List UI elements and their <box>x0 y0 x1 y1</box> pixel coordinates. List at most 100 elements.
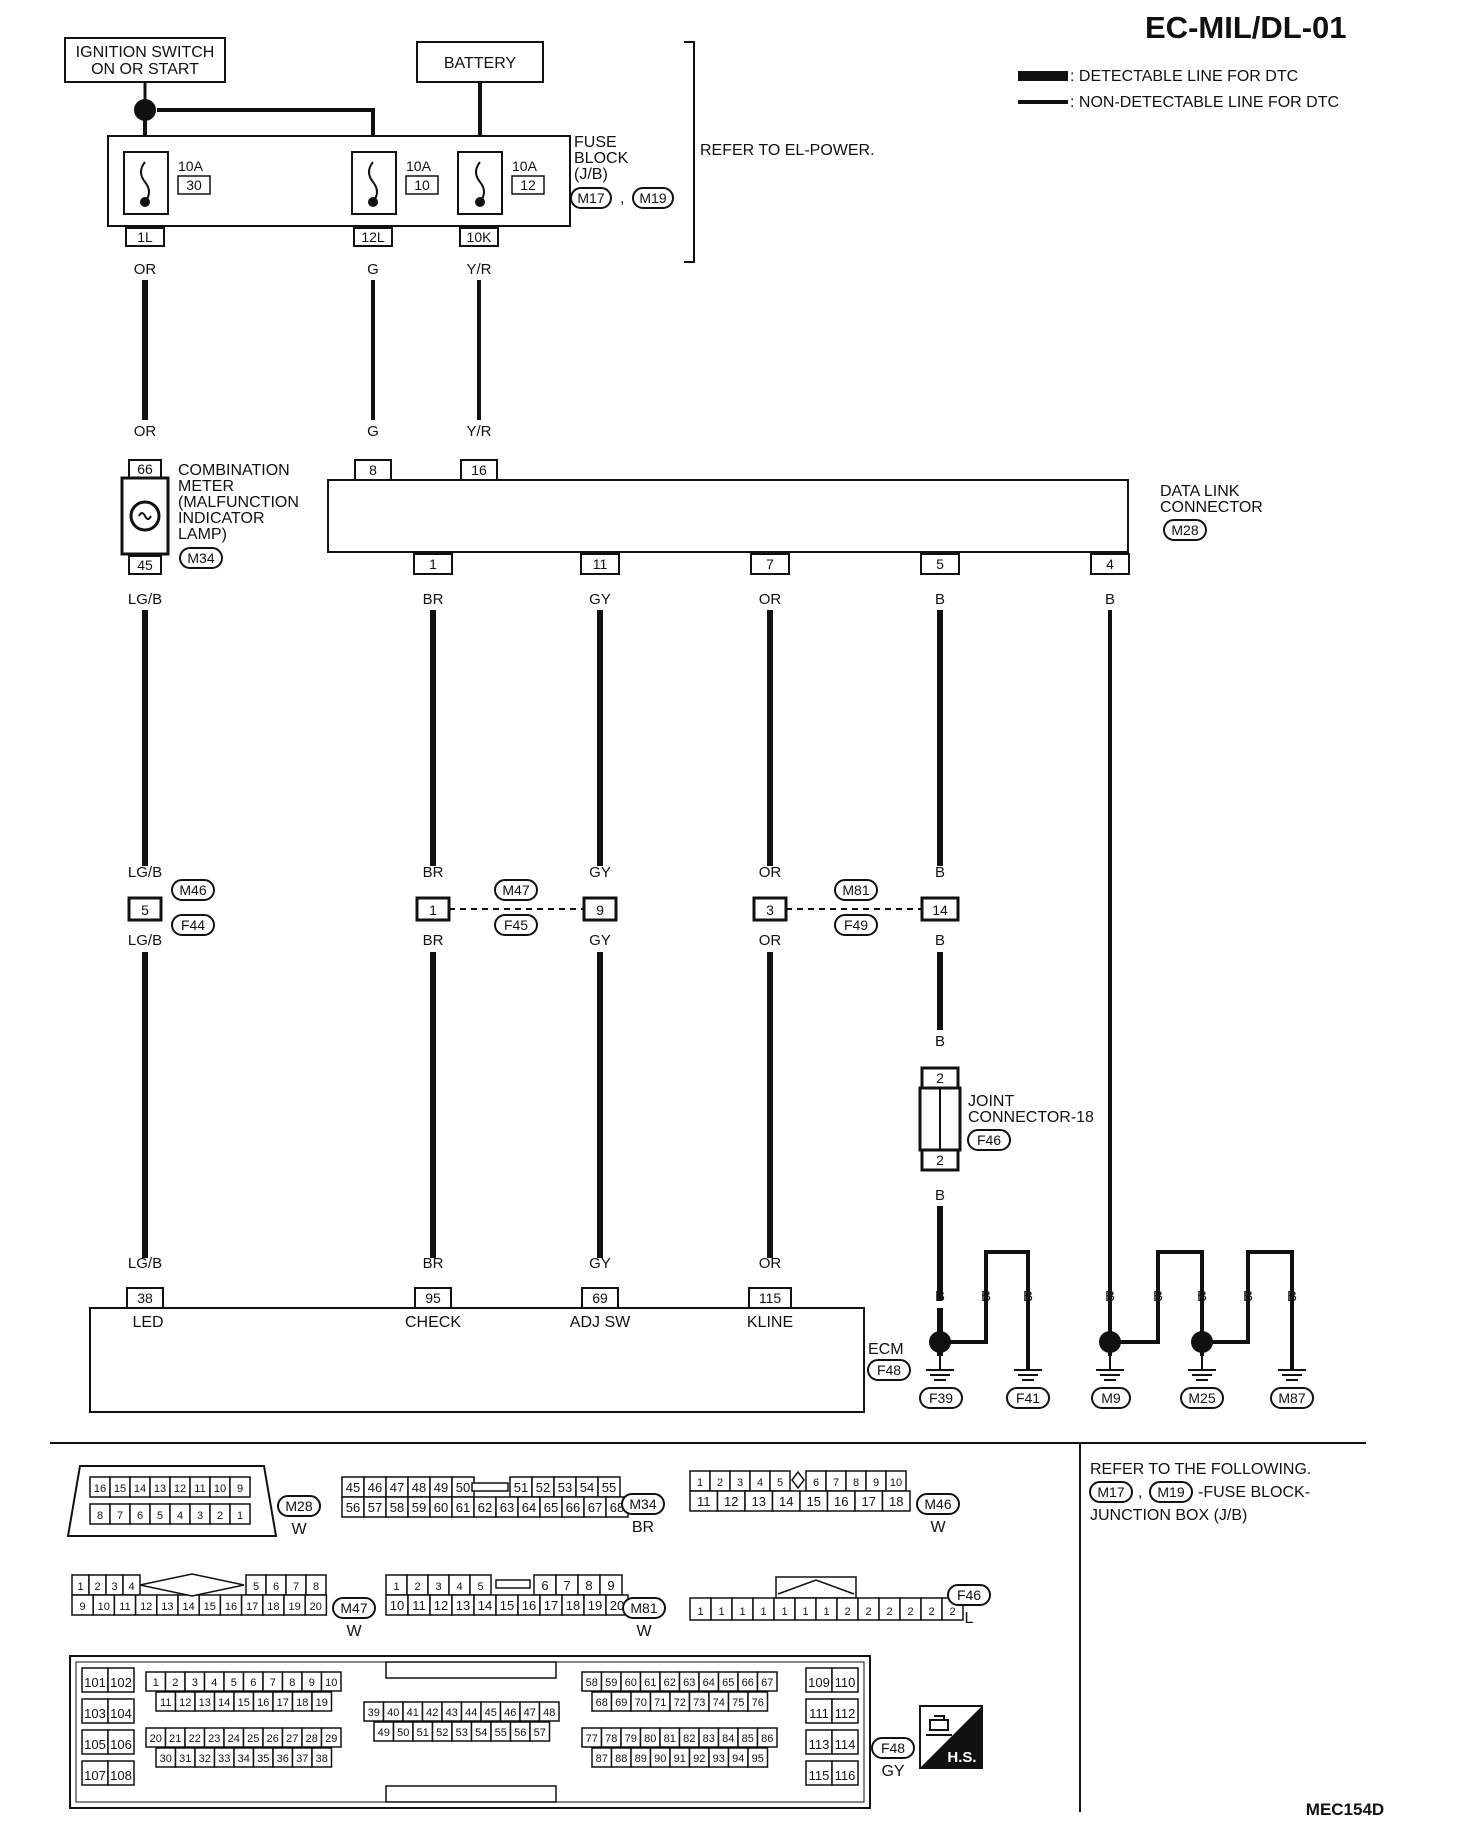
wire-color-or-2: OR <box>134 423 157 440</box>
f48-cell <box>529 1721 551 1742</box>
wire-color-yr-2: Y/R <box>466 423 491 440</box>
m47-pin-label: 5 <box>253 1581 259 1593</box>
dlc-conn: M28 <box>1171 522 1198 538</box>
legend-detectable-text: : DETECTABLE LINE FOR DTC <box>1070 68 1298 85</box>
m34-pin-label: 60 <box>434 1500 448 1515</box>
m81-pin-label: 1 <box>393 1581 399 1593</box>
fuse-30-num: 30 <box>186 177 202 193</box>
ground-wire-b-4: B <box>1105 1288 1115 1305</box>
f48-pin-label: 106 <box>110 1737 132 1752</box>
wire-color-b-1: B <box>935 591 945 608</box>
fuse-10-amp: 10A <box>406 158 432 174</box>
f48-cell <box>747 1691 769 1712</box>
f46-id: F46 <box>957 1587 981 1603</box>
wire-color-g-1: G <box>367 261 379 278</box>
f48-pin-label: 46 <box>504 1707 516 1719</box>
ignition-switch-label: IGNITION SWITCH <box>76 44 215 61</box>
m46-pin-label: 11 <box>697 1494 711 1509</box>
f48-pin-label: 89 <box>635 1753 647 1765</box>
joint-pin-top: 2 <box>936 1070 944 1086</box>
m81-pin-label: 15 <box>500 1598 514 1613</box>
fuse-block-label-3: (J/B) <box>574 166 608 183</box>
f48-pin-label: 1 <box>153 1677 159 1689</box>
f48-pin-label: 29 <box>325 1733 337 1745</box>
dlc-pin-1: 1 <box>429 556 437 572</box>
f46-pin-label: 1 <box>718 1606 724 1618</box>
ground-loop-3 <box>1202 1250 1294 1370</box>
m46-pin-label: 5 <box>777 1477 783 1489</box>
figure-id: MEC154D <box>1306 1800 1384 1819</box>
m47-cell <box>304 1594 328 1616</box>
fuse-block-conn-m17-badge <box>570 187 612 209</box>
meter-label-1: COMBINATION <box>178 462 290 479</box>
wire-color-or-3: OR <box>759 591 782 608</box>
joint-pin-bottom-box <box>920 1148 960 1172</box>
f48-pin-label: 38 <box>316 1753 328 1765</box>
m47-pin-label: 10 <box>98 1601 110 1613</box>
f48-pin-label: 83 <box>703 1733 715 1745</box>
m34-pin-label: 66 <box>566 1500 580 1515</box>
dlc-pin-8: 8 <box>369 462 377 478</box>
dlc-pin-7-box <box>750 553 790 575</box>
fuse-12: 10A 12 <box>457 151 545 215</box>
m34-pin-label: 67 <box>588 1500 602 1515</box>
inline-b-color-top: B <box>935 864 945 881</box>
fuse-block-label-1: FUSE <box>574 134 617 151</box>
f48-cell <box>81 1760 109 1786</box>
f48-cell <box>831 1760 859 1786</box>
ground-m9: M9 <box>1101 1390 1121 1406</box>
refer-m19-badge <box>1149 1481 1193 1503</box>
m81-pin-label: 10 <box>390 1598 404 1613</box>
m28-pin-label: 6 <box>137 1510 143 1522</box>
ecm-color-br: BR <box>423 1255 444 1272</box>
meter-pin-45: 45 <box>137 557 153 573</box>
f48-pin-label: 60 <box>625 1677 637 1689</box>
f48-pin-label: 58 <box>586 1677 598 1689</box>
fuse-30: 10A 30 <box>123 151 211 215</box>
m47-pin-label: 15 <box>204 1601 216 1613</box>
f48-pin-label: 55 <box>495 1727 507 1739</box>
f48-pin-label: 102 <box>110 1675 132 1690</box>
f48-pin-label: 88 <box>615 1753 627 1765</box>
f48-id: F48 <box>881 1740 905 1756</box>
f48-pin-label: 57 <box>534 1727 546 1739</box>
m46-key <box>791 1470 805 1490</box>
inline-c1-bottom: F44 <box>181 917 205 933</box>
m34-badge <box>621 1493 665 1515</box>
f48-pin-label: 109 <box>808 1675 830 1690</box>
dlc-conn-badge <box>1163 519 1207 541</box>
ecm-pin-115: 115 <box>759 1290 782 1306</box>
m28-pin-label: 3 <box>197 1510 203 1522</box>
f48-pin-label: 90 <box>654 1753 666 1765</box>
ground-loop-2 <box>1110 1250 1204 1344</box>
inline-c2-top: M47 <box>502 882 529 898</box>
f48-pin-label: 30 <box>160 1753 172 1765</box>
f46-pin-label: 1 <box>697 1606 703 1618</box>
fuse-block-conn-m19-badge <box>632 187 674 209</box>
f48-cell <box>81 1667 109 1693</box>
f48-pin-label: 7 <box>270 1677 276 1689</box>
f48-cell <box>756 1671 778 1692</box>
joint-label-1: JOINT <box>968 1093 1014 1110</box>
inline-br-color-bottom: BR <box>423 932 444 949</box>
meter-label-5: LAMP) <box>178 526 227 543</box>
joint-label-2: CONNECTOR-18 <box>968 1109 1094 1126</box>
m28-pin-label: 14 <box>134 1483 146 1495</box>
f48-pin-label: 113 <box>809 1737 830 1752</box>
fuse-12-amp: 10A <box>512 158 538 174</box>
refer-m19: M19 <box>1157 1484 1184 1500</box>
ecm-pin-69: 69 <box>592 1290 608 1306</box>
m28-pin-label: 7 <box>117 1510 123 1522</box>
wire-color-lgb-1: LG/B <box>128 591 162 608</box>
f48-pin-label: 35 <box>257 1753 269 1765</box>
inline-c3-top: M81 <box>842 882 869 898</box>
wire-color-g-2: G <box>367 423 379 440</box>
m46-color: W <box>930 1519 946 1536</box>
ecm-pin-name-adjsw: ADJ SW <box>570 1314 631 1331</box>
meter-conn: M34 <box>187 550 214 566</box>
f48-cell <box>831 1698 859 1724</box>
m34-pin-label: 58 <box>390 1500 404 1515</box>
f48-pin-label: 44 <box>465 1707 477 1719</box>
m46-pin-label: 13 <box>752 1494 766 1509</box>
